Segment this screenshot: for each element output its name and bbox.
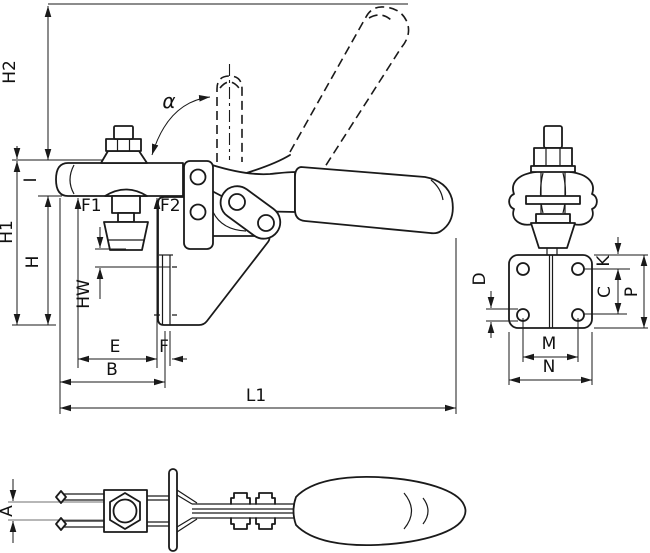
dim-label-e: E	[110, 337, 121, 357]
link-pivot-hole	[228, 193, 246, 211]
hex-nut	[533, 147, 573, 167]
dim-label-m: M	[542, 334, 557, 354]
clamp-screw	[103, 188, 149, 251]
dim-label-n: N	[543, 357, 556, 377]
mounting-hole	[516, 262, 530, 276]
dim-label-a: A	[0, 505, 17, 517]
arm-fork	[55, 490, 105, 531]
top-view-dimensions: A	[0, 479, 17, 543]
side-view-dimensions: H2 I H1 H HW F1 F2 E F B L1 α	[0, 3, 457, 414]
dim-label-h2: H2	[0, 60, 20, 84]
dim-label-d: D	[470, 272, 490, 285]
clamp-arm	[55, 162, 184, 197]
spindle-head	[113, 125, 134, 140]
handle-grip	[294, 166, 454, 235]
spindle-nut-top	[103, 489, 148, 533]
top-spindle	[100, 125, 148, 164]
spindle-seat	[100, 150, 148, 164]
handle-rails	[176, 489, 300, 533]
grip-seam	[430, 179, 444, 201]
mounting-plate	[508, 254, 593, 329]
pivot-bracket	[183, 160, 214, 250]
toggle-link	[212, 185, 282, 240]
top-view: A	[0, 468, 467, 552]
dim-label-hw: HW	[74, 279, 94, 309]
grip-crescent	[403, 492, 413, 530]
washer	[530, 165, 576, 173]
mounting-hole	[571, 262, 585, 276]
bracket-hole	[189, 203, 207, 221]
spherical-washer	[104, 188, 148, 197]
end-view-dimensions: D K C P M N	[470, 237, 648, 385]
dim-label-h1: H1	[0, 220, 17, 244]
end-spindle-assembly	[508, 125, 598, 256]
cross-pin	[168, 468, 178, 552]
grip-crescent	[422, 497, 429, 525]
hex-nut	[105, 138, 142, 152]
dim-label-f2: F2	[160, 196, 181, 216]
rubber-foot	[103, 221, 149, 251]
dim-label-b: B	[106, 360, 118, 380]
dim-label-i: I	[21, 177, 41, 182]
handle-grip-top	[292, 475, 467, 547]
end-view: D K C P M N	[470, 125, 648, 385]
dim-label-alpha: α	[162, 89, 175, 113]
dim-label-k: K	[594, 255, 614, 267]
arm-extension-lines	[8, 501, 104, 521]
dim-label-l1: L1	[246, 386, 266, 406]
dim-label-c: C	[595, 286, 615, 298]
spindle-circle	[112, 498, 138, 524]
rubber-foot	[530, 222, 576, 249]
alpha-angle-arc	[151, 95, 211, 156]
spindle-head	[543, 125, 563, 149]
bracket-hole	[189, 168, 207, 186]
link-pivot-hole	[257, 214, 275, 232]
open-position-dashed	[216, 6, 410, 176]
dim-label-h: H	[23, 256, 43, 269]
dim-label-f1: F1	[81, 196, 102, 216]
side-view: H2 I H1 H HW F1 F2 E F B L1 α	[0, 3, 457, 414]
dim-label-f: F	[159, 337, 169, 357]
arm-cross-section	[525, 195, 581, 205]
dim-label-p: P	[622, 287, 642, 297]
plate-split-line	[548, 255, 554, 328]
